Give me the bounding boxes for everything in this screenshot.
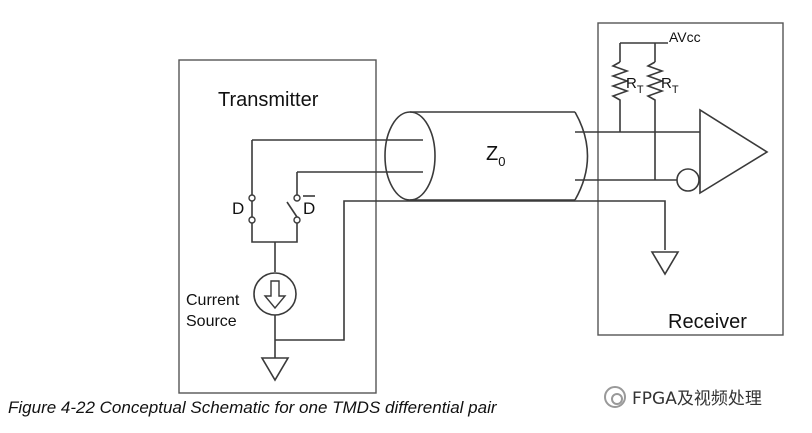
ground-return-wire — [275, 200, 666, 341]
rt-label-2: RT — [661, 75, 679, 96]
cable-right-end — [574, 111, 589, 201]
cable-left-end — [384, 111, 436, 201]
receiver-box — [597, 22, 784, 336]
switch-d — [248, 194, 256, 224]
current-source-icon — [253, 272, 297, 316]
rt-label-1: RT — [626, 75, 644, 96]
rx-ground-icon — [650, 251, 680, 276]
receiver-label: Receiver — [668, 311, 747, 333]
avcc-label: AVcc — [669, 29, 701, 45]
switch-dbar-label: D — [303, 199, 315, 218]
wechat-channel-icon — [604, 385, 626, 408]
watermark: FPGA及视频处理 — [604, 384, 762, 409]
current-source-label-2: Source — [186, 313, 237, 330]
switch-dbar — [286, 194, 301, 224]
resistor-rt-1-icon — [610, 61, 630, 132]
cable-label: Z0 — [486, 143, 505, 169]
watermark-text: FPGA及视频处理 — [632, 389, 762, 409]
resistor-rt-2-icon — [645, 61, 665, 180]
inverting-input-bubble-icon — [676, 168, 700, 192]
current-source-label-1: Current — [186, 292, 240, 309]
switch-d-label: D — [232, 199, 244, 218]
transmitter-box — [178, 59, 377, 394]
figure-caption: Figure 4-22 Conceptual Schematic for one… — [8, 398, 497, 417]
receiver-amplifier-icon — [676, 108, 769, 195]
cable-z0 — [384, 111, 589, 201]
transmitter-label: Transmitter — [218, 89, 319, 111]
tx-ground-icon — [260, 357, 290, 382]
